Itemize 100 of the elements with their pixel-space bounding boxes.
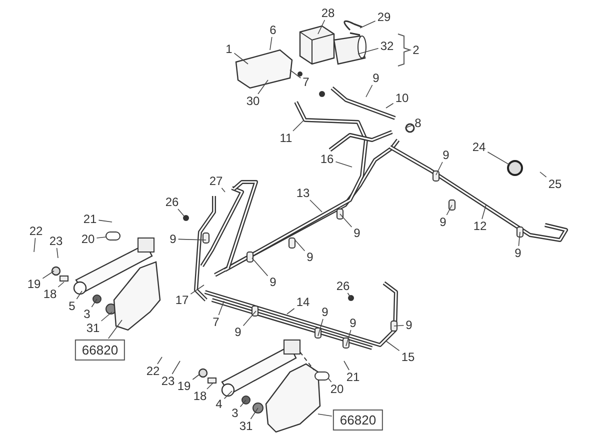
leader-line [192, 374, 200, 380]
callout-number: 17 [174, 294, 190, 306]
leader-line [234, 52, 248, 64]
leader-line [318, 20, 326, 34]
callout-number: 20 [329, 383, 345, 395]
leader-line [386, 340, 400, 352]
callout-number: 31 [85, 322, 101, 334]
leader-line [172, 360, 180, 374]
leader-line [347, 292, 352, 298]
callout-number: 7 [212, 316, 220, 328]
callout-number: 9 [234, 326, 242, 338]
leader-line [394, 325, 404, 326]
leader-line [100, 312, 112, 322]
callout-number: 32 [379, 40, 395, 52]
leader-line [242, 310, 256, 326]
leader-line [252, 258, 268, 276]
leader-line [157, 356, 162, 364]
callout-number: 25 [547, 178, 563, 190]
callout-number: 9 [514, 247, 522, 259]
callout-number: 6 [268, 24, 278, 36]
leader-line [358, 48, 379, 54]
callout-number: 19 [176, 380, 192, 392]
callout-number: 9 [320, 306, 330, 318]
leader-line [91, 298, 98, 308]
callout-number: 4 [214, 398, 224, 410]
leader-line [328, 378, 332, 382]
leader-line [318, 318, 324, 336]
leader-line [386, 103, 394, 108]
leader-line [34, 238, 36, 252]
callout-number: 29 [376, 11, 392, 23]
leader-line [487, 152, 510, 166]
reference-box: 66820 [332, 410, 384, 430]
leader-line [42, 270, 54, 279]
callout-number: 18 [42, 288, 58, 300]
callout-number: 26 [335, 280, 351, 292]
callout-number: 31 [238, 420, 254, 432]
leader-line [344, 360, 350, 370]
leader-line [98, 220, 112, 222]
leader-line [58, 282, 64, 288]
callout-number: 26 [164, 196, 180, 208]
leader-line [56, 248, 58, 258]
callout-number: 9 [372, 72, 380, 84]
callout-number: 11 [278, 132, 294, 144]
leader-line [190, 284, 204, 294]
leader-line [318, 414, 332, 416]
leader-line [335, 161, 352, 168]
callout-number: 9 [268, 276, 278, 288]
callout-number: 23 [48, 235, 64, 247]
callout-number: 8 [414, 117, 422, 129]
leader-line [250, 408, 258, 420]
callout-number: 9 [442, 149, 450, 161]
callout-number: 24 [471, 141, 487, 153]
callout-number: 19 [26, 278, 42, 290]
callout-number: 20 [80, 233, 96, 245]
callout-number: 10 [394, 92, 410, 104]
leader-line [270, 36, 272, 50]
leader-line [310, 200, 322, 212]
leader-line [218, 300, 224, 316]
callout-number: 18 [192, 390, 208, 402]
callout-number: 15 [400, 351, 416, 363]
callout-number: 9 [348, 317, 358, 329]
leader-line [292, 120, 304, 132]
callout-number: 21 [82, 213, 98, 225]
leader-line [178, 208, 184, 216]
callout-number: 9 [352, 227, 362, 239]
callout-number: 9 [306, 251, 314, 263]
leader-line [286, 308, 295, 314]
callout-number: 9 [168, 233, 178, 245]
callout-number: 12 [472, 220, 488, 232]
callout-number: 3 [82, 308, 92, 320]
leader-line [540, 172, 547, 178]
leader-line [258, 80, 268, 94]
callout-number: 9 [404, 319, 414, 331]
callout-number: 3 [230, 407, 240, 419]
callout-number: 7 [302, 76, 310, 88]
leader-line [96, 236, 106, 238]
leader-line [294, 240, 306, 252]
leader-line [436, 162, 443, 176]
leader-line [76, 290, 82, 300]
callout-number: 22 [145, 365, 161, 377]
leader-line [518, 232, 520, 246]
callout-number: 9 [438, 216, 448, 228]
leader-line [404, 124, 414, 128]
leader-line [446, 204, 452, 216]
callout-number: 2 [412, 44, 420, 56]
callout-number: 14 [295, 296, 311, 308]
leader-line [340, 214, 352, 228]
leader-line [108, 320, 122, 339]
leader-line [346, 330, 352, 346]
leader-line [482, 204, 486, 220]
leader-line [360, 20, 376, 28]
callout-number: 16 [319, 153, 335, 165]
callout-number: 30 [245, 95, 261, 107]
callout-number: 1 [224, 43, 234, 55]
leader-line [178, 238, 206, 240]
callout-number: 5 [68, 300, 76, 312]
leader-line [206, 382, 214, 390]
leader-line [366, 84, 373, 98]
leader-line [290, 70, 302, 78]
callout-number: 22 [28, 225, 44, 237]
